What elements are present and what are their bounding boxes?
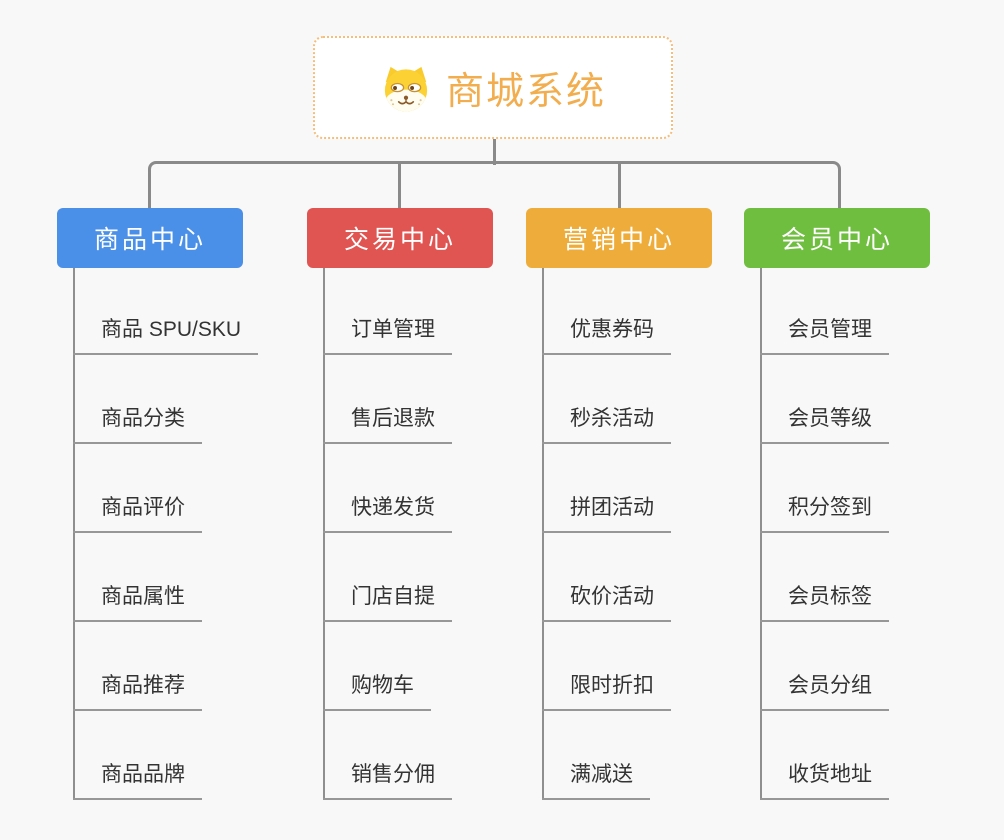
branch-marketing-center: 营销中心 优惠券码 秒杀活动 拼团活动 砍价活动 限时折扣 满减送: [526, 0, 778, 840]
branch-header-marketing[interactable]: 营销中心: [526, 208, 712, 268]
root-title: 商城系统: [445, 71, 606, 113]
node-bargain-activity[interactable]: 砍价活动: [542, 582, 671, 622]
branch-trunk-line: [323, 268, 325, 800]
node-product-review[interactable]: 商品评价: [73, 493, 202, 533]
node-order-management[interactable]: 订单管理: [323, 315, 452, 355]
node-limited-time-discount[interactable]: 限时折扣: [542, 671, 671, 711]
node-product-attribute[interactable]: 商品属性: [73, 582, 202, 622]
node-product-spu-sku[interactable]: 商品 SPU/SKU: [73, 315, 259, 355]
branch-trunk-line: [73, 268, 75, 800]
node-coupon-code[interactable]: 优惠券码: [542, 315, 671, 355]
shiba-dog-icon: [380, 64, 432, 112]
node-member-tags[interactable]: 会员标签: [760, 582, 889, 622]
node-flash-sale[interactable]: 秒杀活动: [542, 404, 671, 444]
node-express-shipping[interactable]: 快递发货: [323, 493, 452, 533]
branch-member-center: 会员中心 会员管理 会员等级 积分签到 会员标签 会员分组 收货地址: [744, 0, 996, 840]
node-sales-commission[interactable]: 销售分佣: [323, 760, 452, 800]
node-product-brand[interactable]: 商品品牌: [73, 760, 202, 800]
node-member-groups[interactable]: 会员分组: [760, 671, 889, 711]
node-shopping-cart[interactable]: 购物车: [323, 671, 431, 711]
node-product-recommend[interactable]: 商品推荐: [73, 671, 202, 711]
node-member-management[interactable]: 会员管理: [760, 315, 889, 355]
branch-header-trade[interactable]: 交易中心: [307, 208, 493, 268]
node-store-pickup[interactable]: 门店自提: [323, 582, 452, 622]
node-spend-and-save[interactable]: 满减送: [542, 760, 650, 800]
node-group-buy[interactable]: 拼团活动: [542, 493, 671, 533]
branch-trade-center: 交易中心 订单管理 售后退款 快递发货 门店自提 购物车 销售分佣: [307, 0, 559, 840]
branch-trunk-line: [760, 268, 762, 800]
root-node[interactable]: 商城系统: [313, 36, 673, 139]
branch-header-member[interactable]: 会员中心: [744, 208, 930, 268]
node-points-checkin[interactable]: 积分签到: [760, 493, 889, 533]
node-member-level[interactable]: 会员等级: [760, 404, 889, 444]
branch-header-product[interactable]: 商品中心: [57, 208, 243, 268]
node-aftersale-refund[interactable]: 售后退款: [323, 404, 452, 444]
branch-trunk-line: [542, 268, 544, 800]
node-product-category[interactable]: 商品分类: [73, 404, 202, 444]
node-shipping-address[interactable]: 收货地址: [760, 760, 889, 800]
branch-product-center: 商品中心 商品 SPU/SKU 商品分类 商品评价 商品属性 商品推荐 商品品牌: [57, 0, 309, 840]
